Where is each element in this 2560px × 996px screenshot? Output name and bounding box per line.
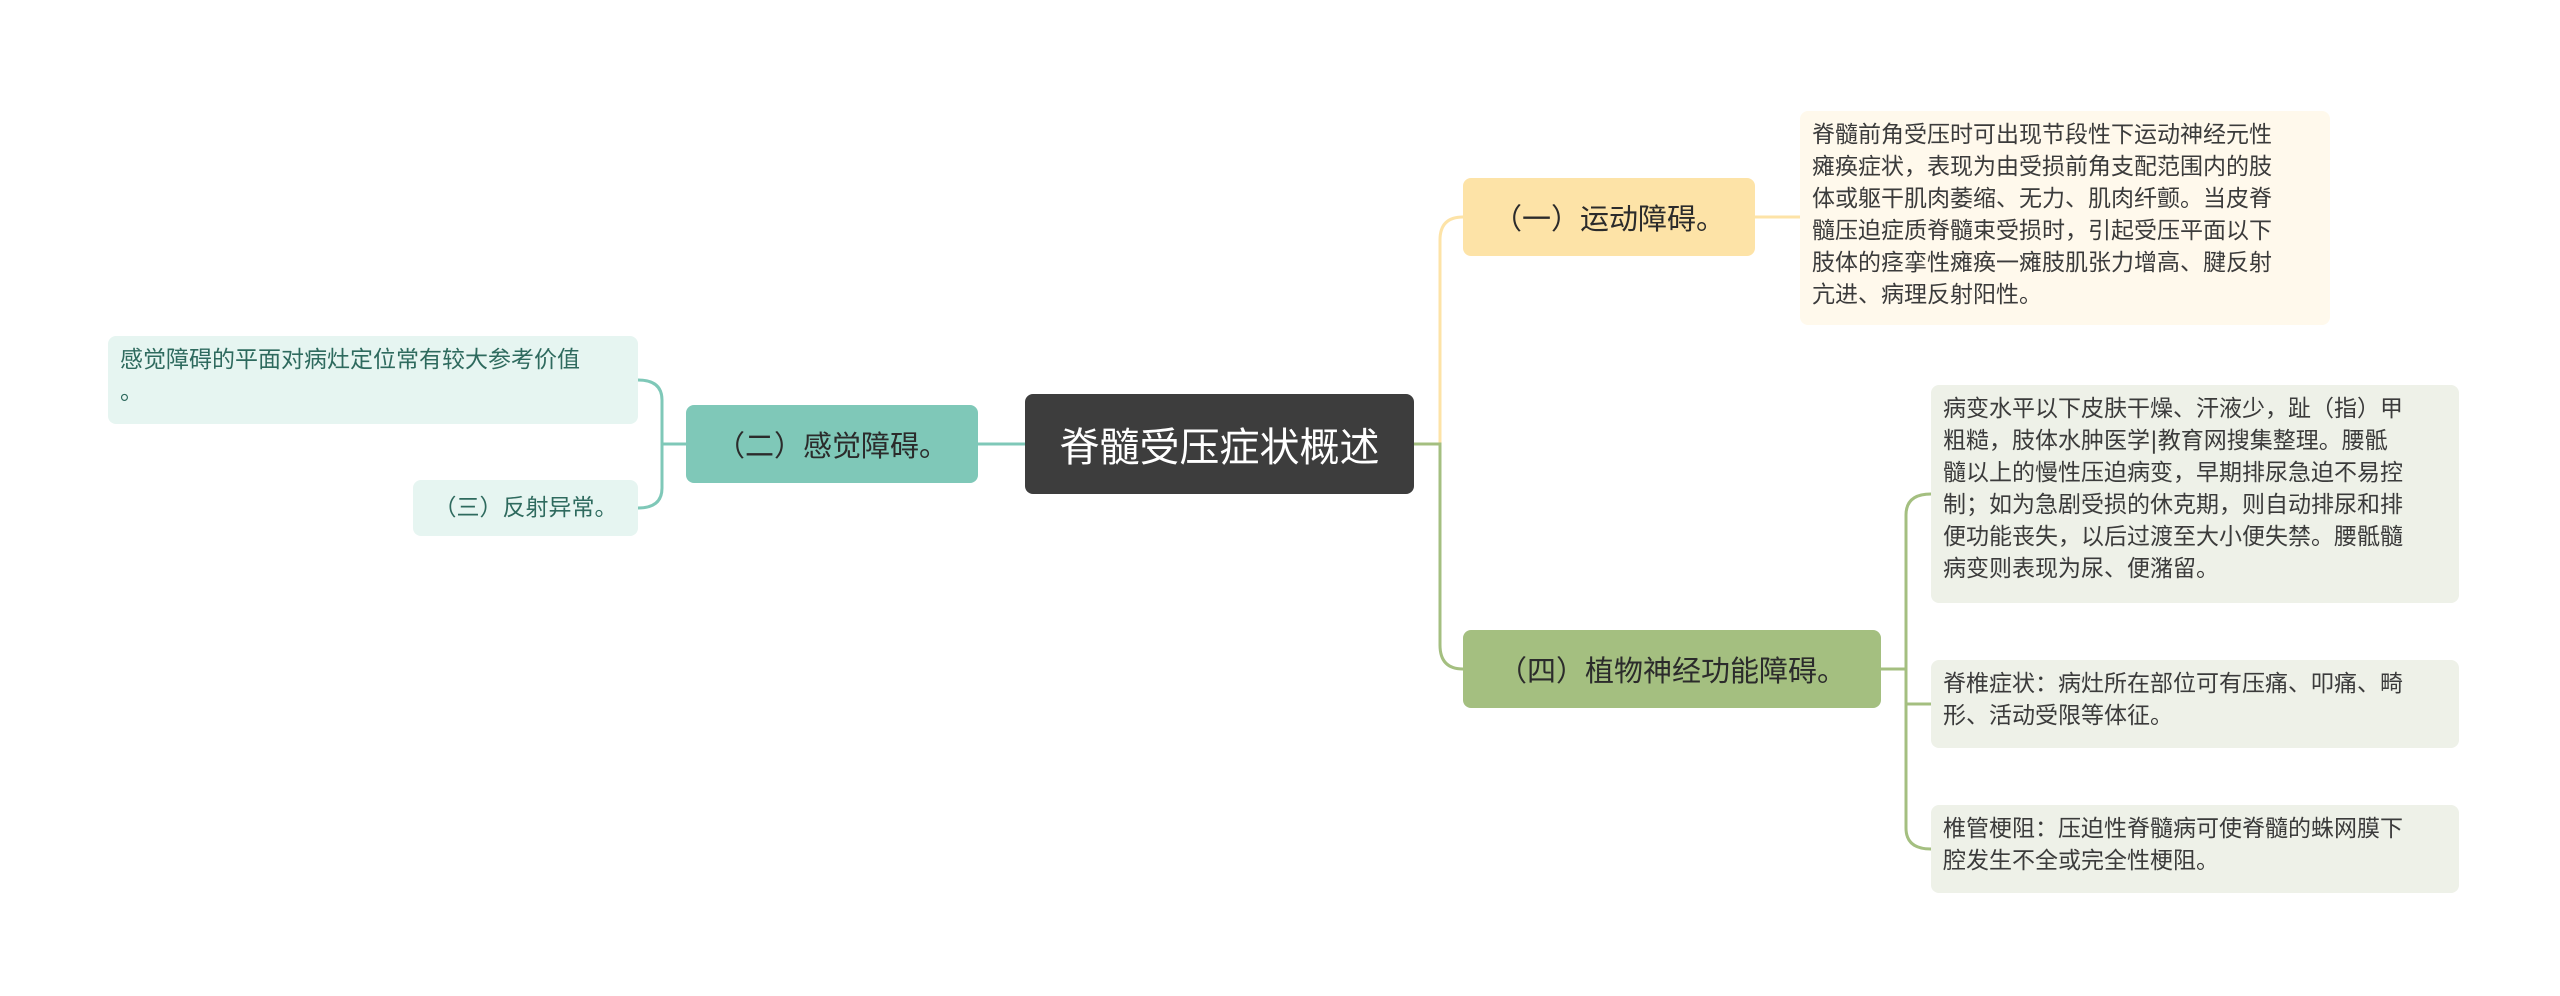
leaf-reflex-abnormal[interactable]: （三）反射异常。: [413, 480, 638, 536]
branch-motor-disorder[interactable]: （一）运动障碍。: [1463, 178, 1755, 256]
link-branch2-leaf-b: [637, 442, 686, 510]
leaf-line: 亢进、病理反射阳性。: [1812, 282, 2042, 308]
link-center-branch1: [1414, 215, 1464, 446]
branch-motor-disorder-label: （一）运动障碍。: [1492, 202, 1725, 236]
leaf-line: 肢体的痉挛性瘫痪一瘫肢肌张力增高、腱反射: [1812, 250, 2272, 276]
link-branch2-leaf-a: [637, 378, 686, 446]
link-branch4-leaf-c: [1881, 667, 1932, 851]
leaf-line: 病变水平以下皮肤干燥、汗液少，趾（指）甲: [1943, 396, 2403, 422]
leaf-line: 髓压迫症质脊髓束受损时，引起受压平面以下: [1812, 218, 2272, 244]
leaf-line: 制；如为急剧受损的休克期，则自动排尿和排: [1943, 492, 2403, 518]
leaf-line: 粗糙，肢体水肿医学|教育网搜集整理。腰骶: [1943, 428, 2388, 454]
leaf-motor-detail[interactable]: 脊髓前角受压时可出现节段性下运动神经元性 瘫痪症状，表现为由受损前角支配范围内的…: [1800, 111, 2330, 325]
leaf-line: 感觉障碍的平面对病灶定位常有较大参考价值: [120, 347, 580, 373]
central-topic[interactable]: 脊髓受压症状概述: [1025, 394, 1414, 494]
leaf-autonomic-detail[interactable]: 病变水平以下皮肤干燥、汗液少，趾（指）甲 粗糙，肢体水肿医学|教育网搜集整理。腰…: [1931, 385, 2459, 603]
leaf-line: 病变则表现为尿、便潴留。: [1943, 556, 2219, 582]
leaf-sensory-detail[interactable]: 感觉障碍的平面对病灶定位常有较大参考价值 。: [108, 336, 638, 424]
leaf-line: （三）反射异常。: [433, 495, 618, 521]
leaf-canal-obstruction[interactable]: 椎管梗阻：压迫性脊髓病可使脊髓的蛛网膜下 腔发生不全或完全性梗阻。: [1931, 805, 2459, 893]
branch-autonomic-disorder-label: （四）植物神经功能障碍。: [1497, 654, 1846, 688]
leaf-line: 形、活动受限等体征。: [1943, 703, 2173, 729]
branch-sensory-disorder[interactable]: （二）感觉障碍。: [686, 405, 978, 483]
leaf-line: 便功能丧失，以后过渡至大小便失禁。腰骶髓: [1943, 524, 2403, 550]
link-center-branch4: [1414, 442, 1464, 671]
leaf-line: 腔发生不全或完全性梗阻。: [1943, 848, 2219, 874]
leaf-line: 椎管梗阻：压迫性脊髓病可使脊髓的蛛网膜下: [1943, 816, 2403, 842]
leaf-line: 瘫痪症状，表现为由受损前角支配范围内的肢: [1812, 154, 2272, 180]
branch-sensory-disorder-label: （二）感觉障碍。: [715, 429, 948, 463]
leaf-spinal-symptoms[interactable]: 脊椎症状：病灶所在部位可有压痛、叩痛、畸 形、活动受限等体征。: [1931, 660, 2459, 748]
link-branch4-leaf-a: [1881, 492, 1932, 671]
leaf-line: 脊椎症状：病灶所在部位可有压痛、叩痛、畸: [1943, 671, 2403, 697]
branch-autonomic-disorder[interactable]: （四）植物神经功能障碍。: [1463, 630, 1881, 708]
leaf-line: 体或躯干肌肉萎缩、无力、肌肉纤颤。当皮脊: [1812, 186, 2272, 212]
leaf-line: 。: [120, 379, 143, 405]
leaf-line: 髓以上的慢性压迫病变，早期排尿急迫不易控: [1943, 460, 2403, 486]
leaf-line: 脊髓前角受压时可出现节段性下运动神经元性: [1812, 122, 2272, 148]
central-topic-label: 脊髓受压症状概述: [1059, 425, 1380, 471]
